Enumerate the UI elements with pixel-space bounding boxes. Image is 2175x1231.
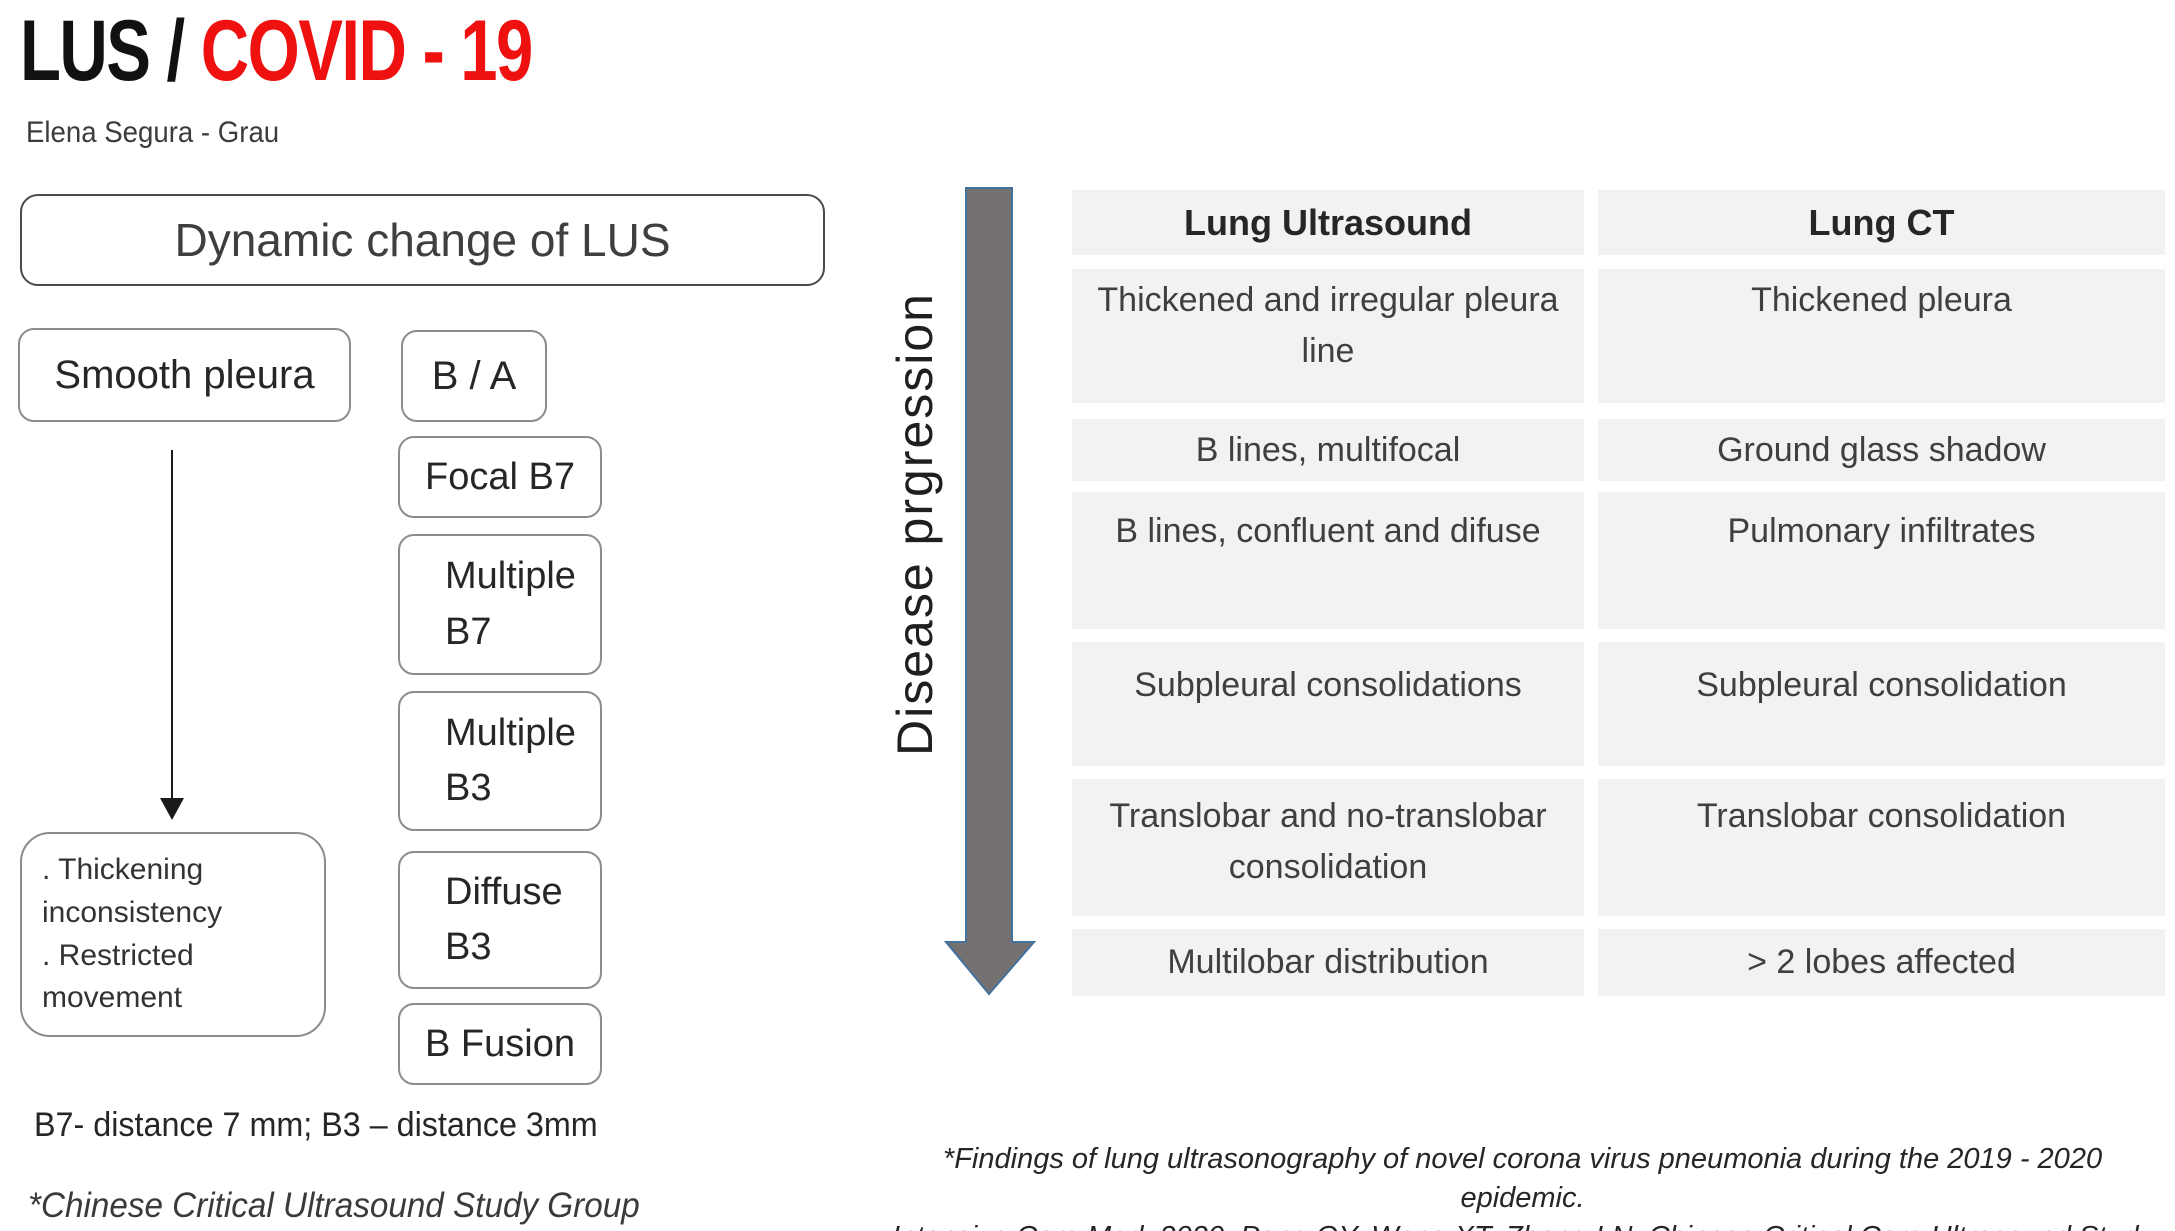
box-smooth-pleura: Smooth pleura — [18, 328, 351, 422]
connector-arrow-head-icon — [160, 798, 184, 820]
box-multiple-b3: Multiple B3 — [398, 691, 602, 831]
b-fusion-label: B Fusion — [425, 1022, 575, 1065]
page-title: LUS / COVID - 19 — [20, 3, 534, 99]
box-pleura-outcome: . Thickening inconsistency . Restricted … — [20, 832, 326, 1037]
focal-b7-label: Focal B7 — [425, 455, 575, 498]
comparison-table: Lung Ultrasound Lung CT Thickened and ir… — [1072, 190, 2165, 996]
table-cell: Translobar consolidation — [1598, 779, 2165, 916]
flowchart-header-label: Dynamic change of LUS — [174, 214, 671, 266]
table-row: Multilobar distribution > 2 lobes affect… — [1072, 929, 2165, 996]
table-cell: Translobar and no-translobar consolidati… — [1072, 779, 1584, 916]
b7-b3-definition-note: B7- distance 7 mm; B3 – distance 3mm — [34, 1106, 598, 1144]
citation-footnote: *Findings of lung ultrasonography of nov… — [880, 1140, 2165, 1231]
box-b-a: B / A — [401, 330, 547, 422]
box-b-fusion: B Fusion — [398, 1003, 602, 1085]
disease-progression-label: Disease prgression — [887, 292, 943, 756]
table-row: Thickened and irregular pleura line Thic… — [1072, 269, 2165, 403]
citation-line-2: Intensive Care Med. 2020. Peng QY, Wang … — [880, 1218, 2165, 1231]
table-cell: > 2 lobes affected — [1598, 929, 2165, 996]
flowchart-header-box: Dynamic change of LUS — [20, 194, 825, 286]
title-lus: LUS / — [20, 3, 185, 99]
box-focal-b7: Focal B7 — [398, 436, 602, 518]
table-cell: Subpleural consolidations — [1072, 642, 1584, 766]
table-cell: B lines, confluent and difuse — [1072, 492, 1584, 629]
box-multiple-b7: Multiple B7 — [398, 534, 602, 675]
citation-line-1: *Findings of lung ultrasonography of nov… — [942, 1143, 2103, 1215]
table-header-lung-ultrasound: Lung Ultrasound — [1072, 190, 1584, 255]
table-header-row: Lung Ultrasound Lung CT — [1072, 190, 2165, 255]
table-cell: Thickened and irregular pleura line — [1072, 269, 1584, 403]
pleura-outcome-text: . Thickening inconsistency . Restricted … — [42, 853, 223, 1015]
connector-arrow-line — [171, 450, 173, 800]
b-a-label: B / A — [431, 353, 517, 398]
table-cell: Pulmonary infiltrates — [1598, 492, 2165, 629]
disease-progression-arrow-icon — [943, 187, 1037, 996]
table-cell: Subpleural consolidation — [1598, 642, 2165, 766]
smooth-pleura-label: Smooth pleura — [54, 352, 315, 397]
title-covid: COVID - 19 — [200, 3, 534, 99]
table-cell: Ground glass shadow — [1598, 419, 2165, 481]
chinese-study-group-credit: *Chinese Critical Ultrasound Study Group — [28, 1186, 640, 1225]
diffuse-b3-label: Diffuse B3 — [445, 870, 563, 968]
multiple-b7-label: Multiple B7 — [445, 555, 576, 653]
table-row: Subpleural consolidations Subpleural con… — [1072, 642, 2165, 766]
table-row: B lines, multifocal Ground glass shadow — [1072, 419, 2165, 481]
table-cell: Thickened pleura — [1598, 269, 2165, 403]
box-diffuse-b3: Diffuse B3 — [398, 851, 602, 989]
table-row: Translobar and no-translobar consolidati… — [1072, 779, 2165, 916]
table-cell: B lines, multifocal — [1072, 419, 1584, 481]
table-cell: Multilobar distribution — [1072, 929, 1584, 996]
multiple-b3-label: Multiple B3 — [445, 711, 576, 809]
table-row: B lines, confluent and difuse Pulmonary … — [1072, 492, 2165, 629]
author-name: Elena Segura - Grau — [26, 116, 280, 149]
table-header-lung-ct: Lung CT — [1598, 190, 2165, 255]
